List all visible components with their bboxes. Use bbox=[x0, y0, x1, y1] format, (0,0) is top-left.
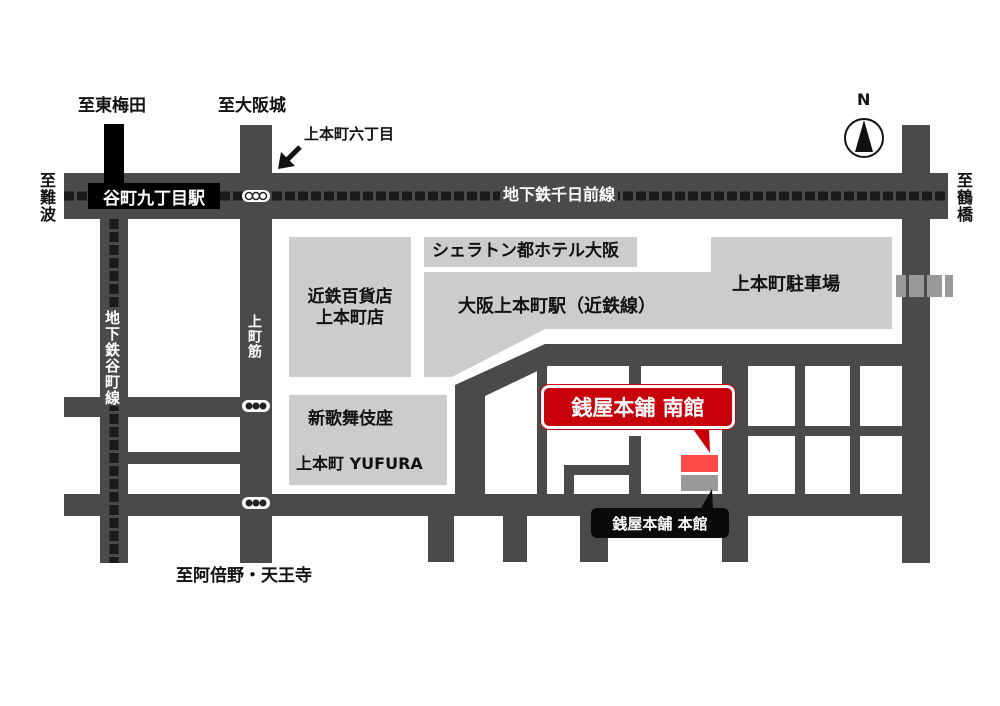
kintetsu-line1: 近鉄百貨店 bbox=[307, 287, 393, 307]
direction-namba: 至難波 bbox=[37, 172, 56, 223]
north-compass-icon bbox=[844, 118, 884, 158]
station-name: 谷町九丁目駅 bbox=[103, 188, 205, 209]
direction-osaka-castle: 至大阪城 bbox=[218, 96, 286, 116]
crosswalk bbox=[896, 275, 953, 297]
grid-horizontal bbox=[748, 426, 902, 436]
intersection-label: 上本町六丁目 bbox=[304, 125, 395, 143]
parking-label[interactable]: 上本町駐車場 bbox=[732, 274, 840, 295]
main-store-label: 銭屋本舗 本館 bbox=[612, 514, 708, 533]
uemachi-suji-label: 上町筋 bbox=[246, 314, 262, 359]
south-main-road bbox=[64, 494, 930, 516]
south-annex-label: 銭屋本舗 南館 bbox=[571, 396, 705, 420]
sheraton-block bbox=[424, 237, 637, 267]
south-stub-0 bbox=[503, 516, 527, 562]
direction-abeno-tennoji: 至阿倍野・天王寺 bbox=[176, 566, 312, 586]
south-stub-2 bbox=[428, 516, 454, 562]
south-annex-callout-tail bbox=[693, 429, 710, 453]
traffic-signal-icon bbox=[242, 497, 270, 509]
sheraton-label[interactable]: シェラトン都ホテル大阪 bbox=[432, 241, 619, 261]
arrow-icon bbox=[278, 145, 302, 169]
uehommachi-station-block bbox=[424, 237, 892, 377]
south-annex-marker[interactable] bbox=[681, 455, 718, 472]
kintetsu-dept-store-label[interactable]: 近鉄百貨店 上本町店 bbox=[289, 287, 411, 330]
traffic-signal-icon bbox=[242, 400, 270, 412]
west-road-2 bbox=[128, 452, 240, 464]
inner-vertical-2b bbox=[629, 436, 641, 494]
south-annex-callout[interactable]: 銭屋本舗 南館 bbox=[541, 385, 735, 429]
compass-north-label: N bbox=[857, 90, 871, 109]
buildings bbox=[289, 237, 892, 485]
main-store-callout-tail bbox=[700, 489, 713, 510]
tanimachi-line-north-segment bbox=[104, 124, 124, 196]
kintetsu-dept-store-block bbox=[289, 237, 411, 377]
traffic-signal-icon bbox=[242, 190, 270, 202]
direction-higashi-umeda: 至東梅田 bbox=[78, 96, 146, 116]
tanimachi-9chome-station[interactable]: 谷町九丁目駅 bbox=[88, 183, 220, 209]
shinkabukiza-block bbox=[289, 395, 447, 485]
inner-vertical-1 bbox=[537, 366, 547, 494]
small-l-road-v bbox=[564, 465, 574, 494]
small-l-road-h bbox=[564, 465, 639, 475]
tanimachi-line-label: 地下鉄谷町線 bbox=[103, 310, 121, 406]
main-store-callout[interactable]: 銭屋本舗 本館 bbox=[591, 508, 729, 538]
traffic-signals bbox=[242, 190, 270, 509]
kintetsu-line2: 上本町店 bbox=[316, 308, 384, 329]
main-store-marker[interactable] bbox=[681, 475, 718, 491]
direction-tsuruhashi: 至鶴橋 bbox=[954, 172, 973, 223]
uehommachi-station-label[interactable]: 大阪上本町駅（近鉄線） bbox=[458, 296, 656, 317]
west-road-1 bbox=[64, 397, 272, 417]
yufura-label[interactable]: 上本町 YUFURA bbox=[296, 454, 423, 473]
shinkabukiza-label[interactable]: 新歌舞伎座 bbox=[308, 409, 393, 429]
diagonal-inner-road bbox=[455, 344, 902, 494]
sennichimae-line-label: 地下鉄千日前線 bbox=[500, 187, 619, 203]
